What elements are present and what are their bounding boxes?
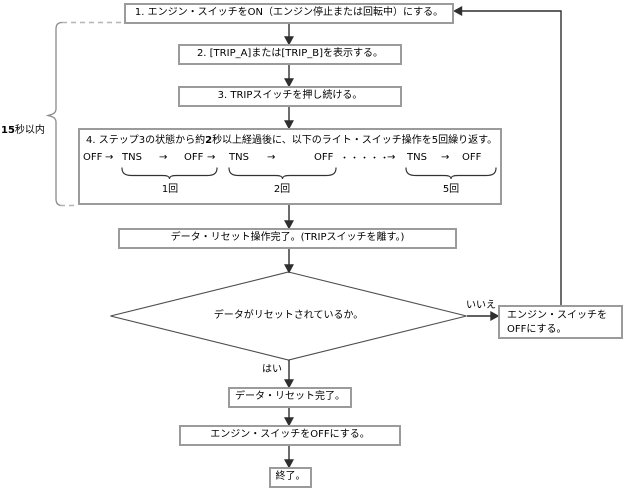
repeat-count-1: 1回 [161, 184, 179, 195]
seq-arrow-4: → [387, 152, 396, 163]
underbrace-3 [405, 167, 497, 180]
yes-branch-label: はい [262, 364, 282, 375]
step4-title: 4. ステップ3の状態から約2秒以上経過後に、以下のライト・スイッチ操作を5回繰… [86, 134, 497, 147]
seq-ellipsis: ・・・・・ [340, 154, 391, 164]
step4-title-pre: 4. ステップ3の状態から約 [86, 135, 206, 146]
step2-box: 2. [TRIP_A]または[TRIP_B]を表示する。 [178, 44, 402, 65]
end-box: 終了。 [269, 467, 312, 488]
no-result-line2: OFFにする。 [507, 324, 567, 335]
seq-arrow-3: → [267, 152, 276, 163]
repeat-count-3: 5回 [442, 184, 460, 195]
seq-arrow-5: → [441, 152, 450, 163]
step3-box: 3. TRIPスイッチを押し続ける。 [178, 86, 402, 107]
step4-title-post: 秒以上経過後に、以下のライト・スイッチ操作を5回繰り返す。 [212, 135, 498, 146]
step7-box: エンジン・スイッチをOFFにする。 [179, 425, 401, 446]
seq-tns-2: TNS [229, 152, 249, 163]
no-branch-label: いいえ [466, 300, 496, 311]
seq-off-3: OFF [462, 152, 482, 163]
seq-arrow-0: → [105, 152, 114, 163]
step4-title-bold-number: 2 [205, 135, 213, 146]
repeat-count-2: 2回 [273, 184, 291, 195]
step4-box: 4. ステップ3の状態から約2秒以上経過後に、以下のライト・スイッチ操作を5回繰… [78, 128, 502, 205]
timer-label: 15秒以内 [1, 125, 45, 137]
step5-box: データ・リセット操作完了。(TRIPスイッチを離す。) [118, 228, 457, 249]
underbrace-1 [121, 167, 218, 180]
no-result-box: エンジン・スイッチを OFFにする。 [498, 305, 623, 339]
seq-off-2: OFF [314, 152, 334, 163]
seq-off-0: OFF [83, 152, 103, 163]
step1-box: 1. エンジン・スイッチをON（エンジン停止または回転中）にする。 [124, 3, 454, 24]
no-result-line1: エンジン・スイッチを [507, 310, 607, 321]
seq-arrow-2: → [207, 152, 216, 163]
step6-box: データ・リセット完了。 [228, 387, 352, 408]
timer-label-number: 15 [1, 125, 15, 136]
underbrace-2 [228, 167, 337, 180]
seq-arrow-1: → [159, 152, 168, 163]
decision-label: データがリセットされているか。 [213, 310, 364, 321]
timer-label-unit: 秒以内 [14, 125, 45, 136]
seq-tns-1: TNS [122, 152, 142, 163]
timer-brace [45, 21, 63, 207]
seq-tns-3: TNS [407, 152, 427, 163]
seq-off-1: OFF [184, 152, 204, 163]
